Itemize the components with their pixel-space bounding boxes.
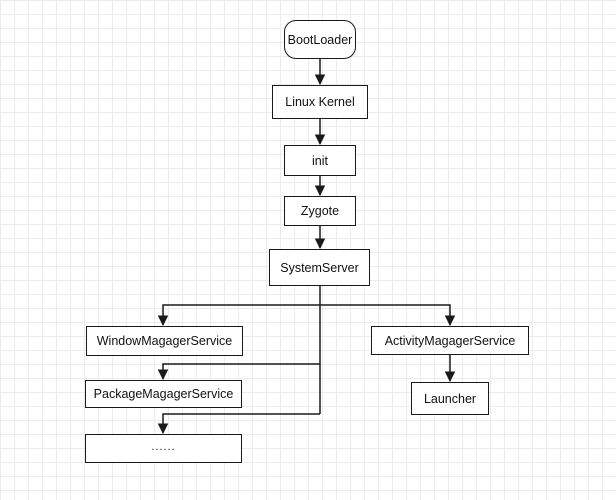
node-activity-manager-service: ActivityMagagerService bbox=[371, 326, 529, 355]
node-linux-kernel: Linux Kernel bbox=[272, 85, 368, 119]
node-launcher: Launcher bbox=[411, 382, 489, 415]
node-system-server: SystemServer bbox=[269, 249, 370, 286]
node-init: init bbox=[284, 145, 356, 176]
arrow-systemserver-to-window-manager bbox=[157, 304, 320, 327]
node-package-manager-service: PackageMagagerService bbox=[85, 380, 242, 408]
node-zygote: Zygote bbox=[284, 196, 356, 226]
node-more-services: ...... bbox=[85, 434, 242, 463]
node-bootloader: BootLoader bbox=[284, 20, 356, 59]
arrow-systemserver-to-package-manager bbox=[157, 363, 320, 381]
arrow-systemserver-to-activity-manager bbox=[320, 304, 456, 327]
node-window-manager-service: WindowMagagerService bbox=[86, 326, 243, 356]
arrow-systemserver-to-more bbox=[157, 413, 320, 435]
